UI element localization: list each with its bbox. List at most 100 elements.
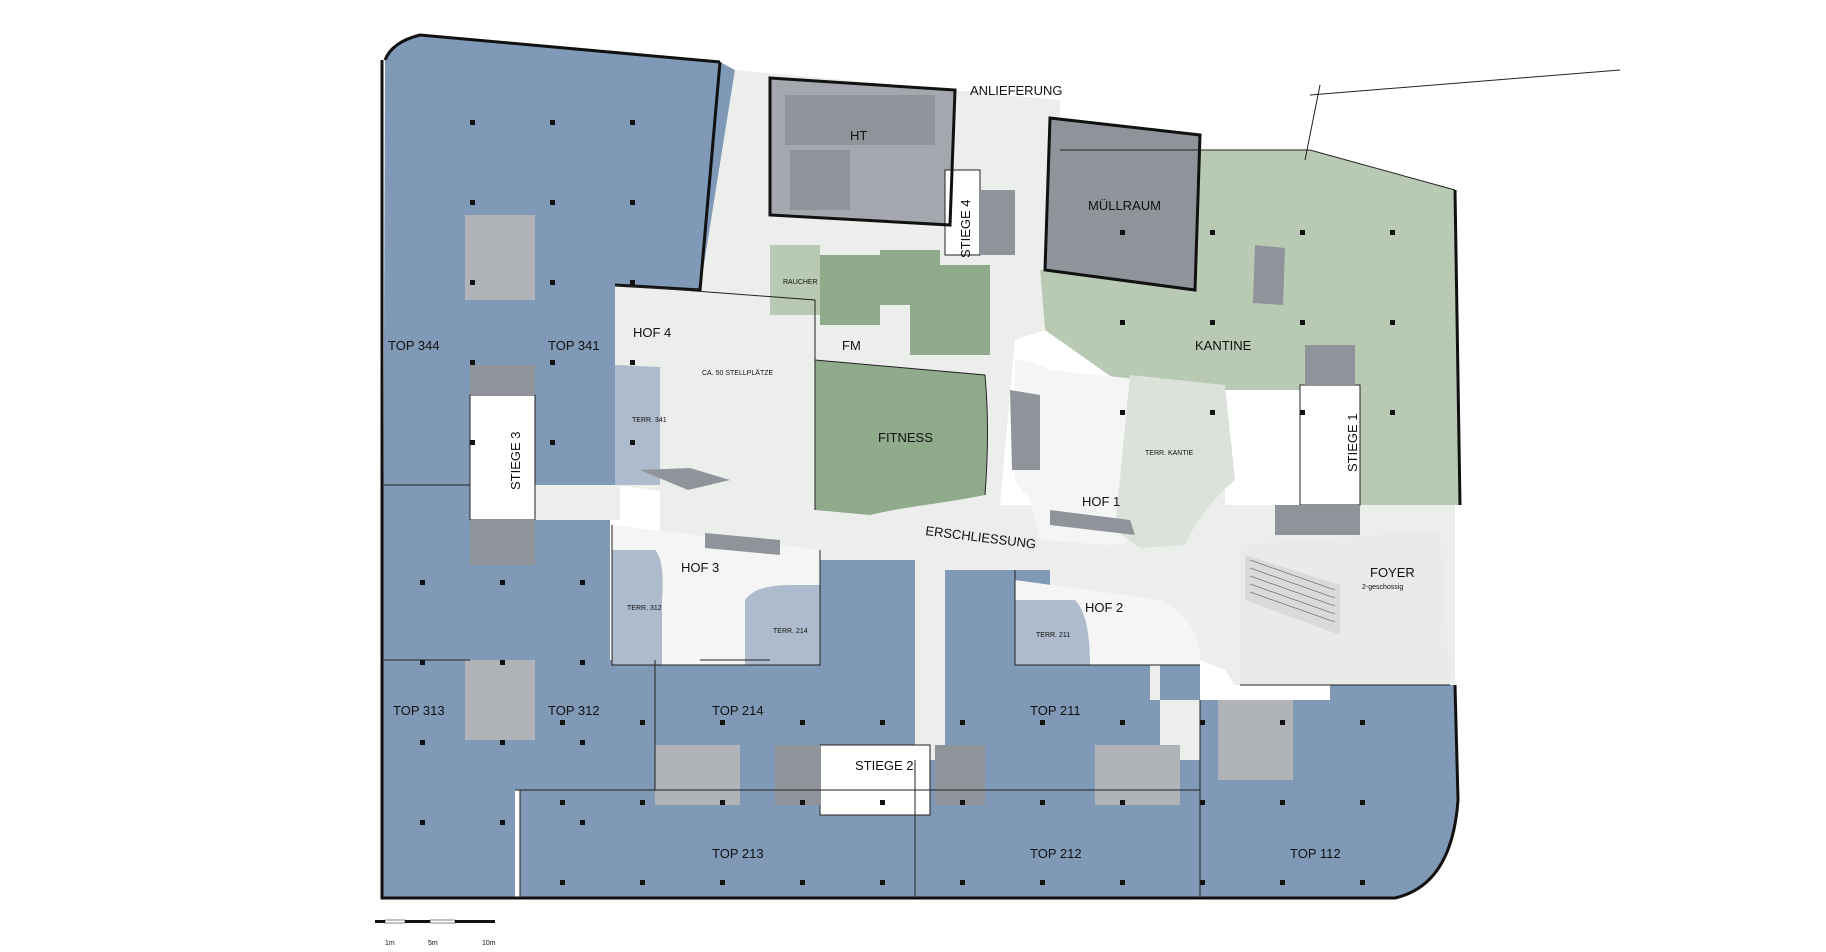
structural-column [560, 880, 565, 885]
structural-column [720, 880, 725, 885]
structural-column [1040, 800, 1045, 805]
structural-column [960, 880, 965, 885]
scale-bar [375, 919, 495, 924]
structural-column [1040, 880, 1045, 885]
label-top214: TOP 214 [712, 703, 764, 718]
label-terr312: TERR. 312 [627, 605, 662, 612]
walls [380, 33, 1621, 900]
terrace-312 [612, 550, 663, 665]
label-anlieferung: ANLIEFERUNG [970, 83, 1062, 98]
label-top341: TOP 341 [548, 338, 600, 353]
label-foyer-sub: 2-geschossig [1362, 584, 1403, 591]
structural-column [1300, 410, 1305, 415]
label-fm: FM [842, 338, 861, 353]
label-top112: TOP 112 [1290, 846, 1341, 861]
terrace-kantine [1115, 375, 1235, 548]
structural-column [1280, 800, 1285, 805]
structural-column [880, 880, 885, 885]
raucher-room [770, 245, 820, 315]
structural-column [880, 800, 885, 805]
label-stiege1: STIEGE 1 [1345, 413, 1360, 472]
structural-column [1120, 410, 1125, 415]
structural-column [1210, 320, 1215, 325]
structural-column [470, 120, 475, 125]
terrace-211 [1015, 600, 1090, 665]
label-hof3: HOF 3 [681, 560, 719, 575]
structural-column [640, 720, 645, 725]
fitness-area [815, 360, 988, 515]
structural-column [720, 720, 725, 725]
structural-column [420, 580, 425, 585]
structural-column [1120, 230, 1125, 235]
structural-column [800, 880, 805, 885]
structural-column [1210, 230, 1215, 235]
structural-column [1360, 800, 1365, 805]
label-foyer: FOYER [1370, 565, 1415, 580]
label-top212: TOP 212 [1030, 846, 1082, 861]
foyer-area [1240, 530, 1450, 685]
structural-column [550, 360, 555, 365]
label-muellraum: MÜLLRAUM [1088, 198, 1161, 213]
structural-column [550, 440, 555, 445]
structural-column [420, 740, 425, 745]
structural-column [960, 800, 965, 805]
fm-room [820, 255, 880, 325]
label-top312: TOP 312 [548, 703, 600, 718]
structural-column [630, 360, 635, 365]
structural-column [1360, 880, 1365, 885]
structural-column [1120, 800, 1125, 805]
structural-column [880, 720, 885, 725]
structural-column [1280, 880, 1285, 885]
label-hof2: HOF 2 [1085, 600, 1123, 615]
scale-5m: 5m [428, 940, 438, 947]
structural-column [550, 280, 555, 285]
structural-column [800, 800, 805, 805]
label-ht-north: HT [850, 128, 867, 143]
structural-column [1360, 720, 1365, 725]
structural-column [1390, 320, 1395, 325]
structural-column [630, 200, 635, 205]
structural-column [560, 720, 565, 725]
label-parking: CA. 50 STELLPLÄTZE [702, 369, 774, 377]
structural-column [630, 280, 635, 285]
structural-column [1040, 720, 1045, 725]
structural-column [580, 740, 585, 745]
labels: TOP 344 TOP 341 TOP 313 TOP 312 TOP 214 … [385, 83, 1415, 947]
label-hof1: HOF 1 [1082, 494, 1120, 509]
label-terr341: TERR. 341 [632, 417, 667, 424]
terrace-341 [615, 365, 660, 485]
label-top211: TOP 211 [1030, 703, 1081, 718]
label-fitness: FITNESS [878, 430, 933, 445]
structural-column [1120, 880, 1125, 885]
structural-column [500, 660, 505, 665]
structural-column [470, 280, 475, 285]
scale-10m: 10m [482, 940, 496, 947]
structural-column [1120, 320, 1125, 325]
label-top344: TOP 344 [388, 338, 440, 353]
muellraum-area [1045, 118, 1200, 290]
terrace-214 [745, 585, 820, 665]
structural-column [1390, 230, 1395, 235]
structural-column [550, 120, 555, 125]
cores [465, 169, 1361, 816]
label-hof4: HOF 4 [633, 325, 671, 340]
structural-column [1200, 880, 1205, 885]
structural-column [1280, 720, 1285, 725]
structural-column [1300, 230, 1305, 235]
hof1 [1015, 360, 1145, 545]
structural-column [640, 800, 645, 805]
structural-column [960, 720, 965, 725]
scale-1m: 1m [385, 940, 395, 947]
structural-column [640, 880, 645, 885]
structural-column [470, 360, 475, 365]
structural-column [470, 440, 475, 445]
structural-column [1210, 410, 1215, 415]
label-kantine: KANTINE [1195, 338, 1252, 353]
label-terr211: TERR. 211 [1036, 632, 1070, 639]
structural-column [1200, 800, 1205, 805]
structural-column [630, 120, 635, 125]
office-top211-upper [945, 570, 1050, 700]
label-stiege3: STIEGE 3 [508, 431, 523, 490]
hof4-parking [615, 285, 815, 510]
structural-column [1300, 320, 1305, 325]
